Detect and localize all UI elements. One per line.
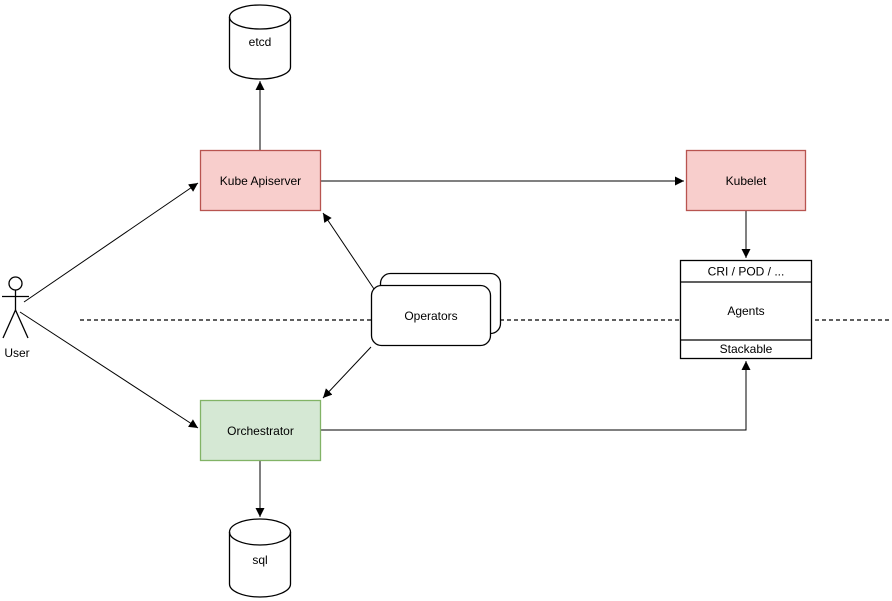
- orchestrator-node: Orchestrator: [199, 399, 322, 462]
- agents-footer-label: Stackable: [720, 342, 773, 356]
- edge-orchestrator-to-stackable: [321, 361, 751, 431]
- user-actor-left-leg: [2, 309, 17, 339]
- edge-user-to-kube-apiserver: [23, 182, 199, 303]
- operators-card-front: [370, 284, 492, 347]
- etcd-database-node: etcd: [228, 4, 292, 80]
- kubelet-node: Kubelet: [685, 149, 807, 212]
- orchestrator-label: Orchestrator: [227, 424, 294, 438]
- agents-header-label: CRI / POD / ...: [708, 265, 785, 279]
- operators-label: Operators: [404, 309, 457, 323]
- user-actor-right-leg: [14, 309, 29, 339]
- agents-stack-box: [679, 259, 813, 360]
- operators-node: Operators: [370, 272, 502, 347]
- edge-user-to-orchestrator: [19, 311, 199, 429]
- sql-label: sql: [252, 553, 267, 567]
- agents-body-label: Agents: [727, 304, 764, 318]
- kube-apiserver-node: Kube Apiserver: [199, 149, 322, 212]
- etcd-label: etcd: [249, 35, 272, 49]
- edge-operators-to-kube-apiserver: [322, 212, 375, 290]
- sql-database-node: sql: [228, 518, 292, 598]
- kubelet-label: Kubelet: [726, 174, 767, 188]
- kubelet-box: [685, 149, 807, 212]
- edge-operators-to-orchestrator: [322, 346, 372, 399]
- etcd-cylinder-lip: [228, 16, 292, 30]
- user-actor-node: User: [2, 276, 30, 360]
- sql-cylinder-lip: [228, 531, 292, 546]
- orchestrator-box: [199, 399, 322, 462]
- agents-stack-node: CRI / POD / ... Agents Stackable: [679, 259, 813, 360]
- kube-apiserver-box: [199, 149, 322, 212]
- user-label: User: [4, 346, 29, 360]
- kube-apiserver-label: Kube Apiserver: [220, 174, 301, 188]
- etcd-cylinder-shape: [228, 4, 292, 80]
- sql-cylinder-shape: [228, 518, 292, 598]
- user-actor-head: [8, 276, 23, 291]
